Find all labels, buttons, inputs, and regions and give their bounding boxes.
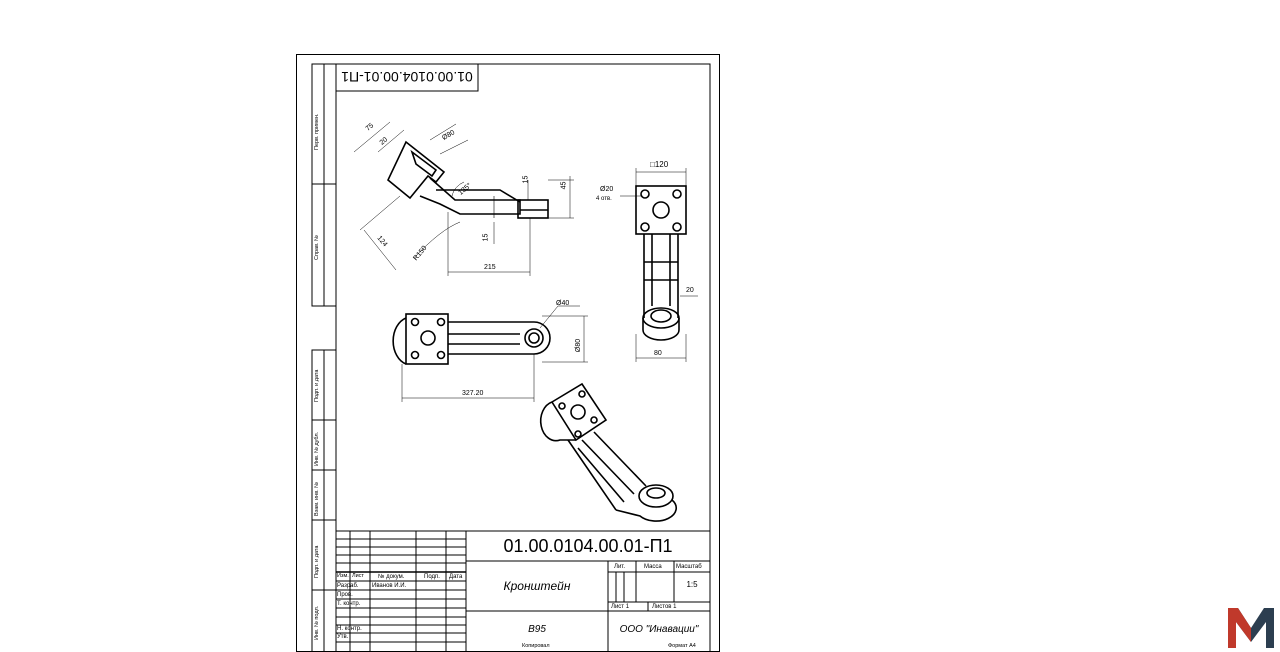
row-tkontr: Т. контр.: [337, 601, 361, 607]
label-masshtab: Масштаб: [676, 564, 702, 570]
stamp-inv-dubl: Инв. № дубл.: [314, 431, 320, 466]
dim-40-dia: Ø40: [556, 300, 570, 307]
label-massa: Масса: [644, 564, 662, 570]
row-nkontr: Н. контр.: [337, 626, 362, 632]
dim-15b: 15: [482, 233, 490, 242]
dim-15: 15: [522, 175, 530, 184]
drawing-material: В95: [528, 624, 546, 635]
razrab-name: Иванов И.И.: [372, 583, 407, 589]
row-razrab: Разраб.: [337, 583, 359, 589]
dim-20-dia: Ø20: [600, 186, 614, 193]
col-doc: № докум.: [378, 574, 405, 580]
dim-20b: 20: [686, 287, 694, 294]
stamp-inv-podl: Инв. № подл.: [314, 605, 320, 640]
drawing-code: 01.00.0104.00.01-П1: [503, 536, 673, 556]
dim-80-dia-2: Ø80: [575, 338, 583, 353]
dim-45: 45: [560, 181, 568, 190]
rotated-drawing-code: 01.00.0104.00.01-П1: [341, 69, 473, 85]
row-prov: Пров.: [337, 592, 353, 598]
dim-327: 327.20: [462, 390, 484, 397]
row-utv: Утв.: [337, 634, 349, 640]
col-date: Дата: [449, 574, 463, 580]
dim-holes: 4 отв.: [596, 196, 612, 202]
col-list: Лист: [352, 573, 364, 579]
dim-215: 215: [484, 264, 496, 271]
stamp-perv-primen: Перв. примен.: [314, 113, 320, 150]
stamp-vzam-inv: Взам. инв. №: [314, 481, 320, 516]
label-lit: Лит.: [614, 564, 626, 570]
dim-sq120: □120: [650, 160, 669, 169]
m-logo-icon[interactable]: [1226, 604, 1276, 650]
scale-value: 1:5: [686, 580, 698, 589]
stamp-podp-data-2: Подп. и дата: [314, 545, 320, 578]
label-sheet: Лист 1: [611, 604, 630, 610]
drawing-title: Кронштейн: [503, 579, 571, 593]
drawing-organization: ООО "Инавации": [619, 624, 699, 635]
format-label: Формат А4: [668, 643, 696, 649]
label-sheets: Листов 1: [652, 604, 677, 610]
stamp-sprav-no: Справ. №: [314, 235, 320, 260]
stamp-podp-data-1: Подп. и дата: [314, 369, 320, 402]
col-izm: Изм.: [337, 573, 349, 579]
copied-label: Копировал: [522, 643, 550, 649]
dim-80: 80: [654, 350, 662, 357]
col-sign: Подп.: [424, 574, 440, 580]
